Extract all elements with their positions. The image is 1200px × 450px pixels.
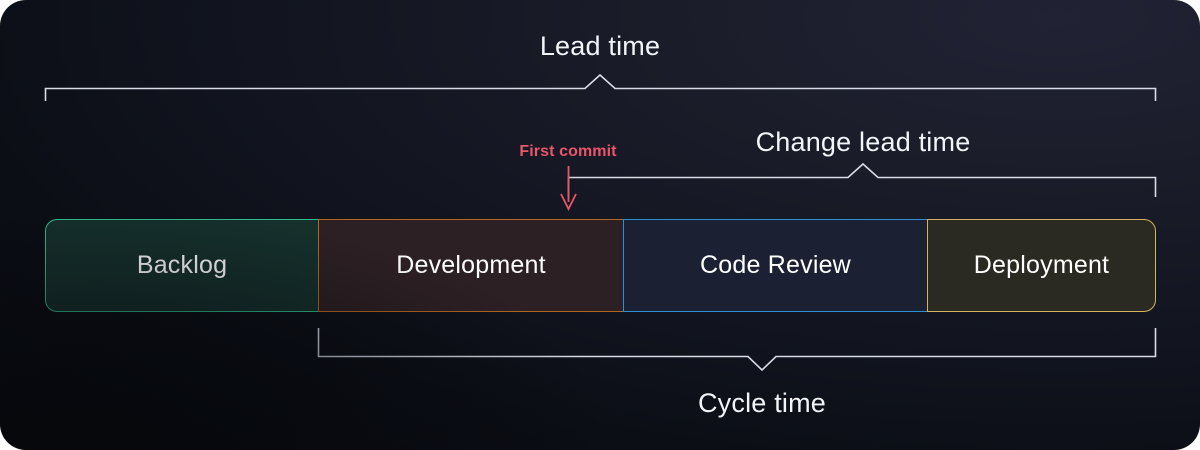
cycle-time-bracket	[317, 328, 1157, 372]
stage-development-label: Development	[396, 251, 546, 279]
change-lead-time-label: Change lead time	[755, 127, 971, 157]
stage-development[interactable]: Development	[318, 219, 623, 312]
first-commit-arrow-head	[560, 193, 577, 212]
stage-bar: Backlog Development Code Review Deployme…	[45, 219, 1156, 312]
lead-time-label: Lead time	[539, 31, 661, 61]
stage-code-review[interactable]: Code Review	[623, 219, 927, 312]
stage-backlog-label: Backlog	[136, 251, 228, 279]
stage-code-review-label: Code Review	[700, 251, 851, 279]
stage-deployment-label: Deployment	[973, 251, 1110, 279]
stage-deployment[interactable]: Deployment	[927, 219, 1156, 312]
lead-time-bracket	[44, 73, 1157, 101]
cycle-time-label: Cycle time	[697, 388, 827, 418]
first-commit-label: First commit	[519, 143, 617, 160]
change-lead-time-bracket	[567, 162, 1157, 197]
stage-backlog[interactable]: Backlog	[45, 219, 318, 312]
